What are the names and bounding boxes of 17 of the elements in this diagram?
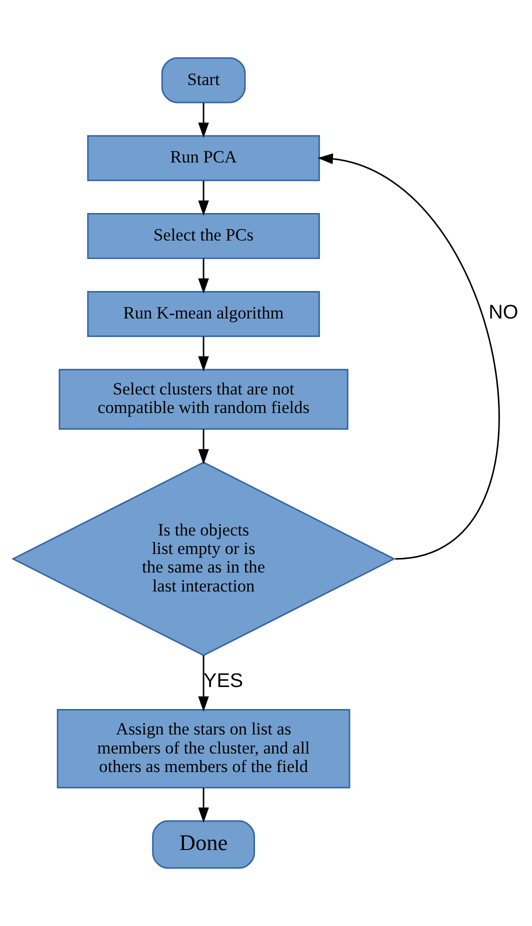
arrow [198,336,209,372]
arrow [318,153,500,560]
arrow [198,102,209,138]
arrow [198,429,209,464]
node-box: Done [152,820,255,869]
node-box: Select clusters that are not compatible with random fields [58,368,348,430]
arrow [198,788,209,823]
node-box: Assign the stars on list as members of the cluster, and all others as members of the field [56,709,350,788]
node-box: Run K-mean algorithm [87,290,320,337]
node-box: Select the PCs [87,213,320,260]
edge-label: NO [488,302,518,324]
arrow [198,180,209,216]
node-diamond: Is the objects list empty or is the same as in the last interaction [11,462,396,656]
arrow [198,258,209,294]
node-box: Start [161,57,246,104]
arrow [198,655,209,712]
node-box: Run PCA [87,135,320,182]
